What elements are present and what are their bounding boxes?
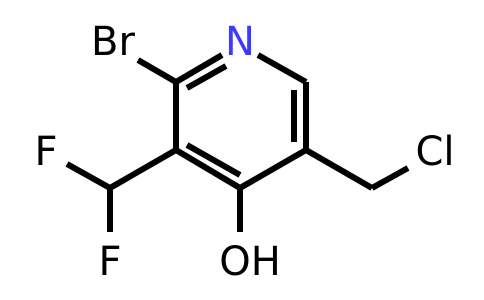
fluorine-bottom-atom-label: F: [98, 239, 121, 285]
bromine-atom-label: Br: [91, 19, 135, 65]
nitrogen-atom-label: N: [225, 19, 255, 65]
substituent-bonds: [65, 57, 410, 232]
bond-c4-c3-inner: [185, 142, 242, 178]
chlorine-atom-label: Cl: [415, 129, 454, 175]
bond-c2-br: [136, 57, 178, 85]
bond-c4-c3: [174, 147, 242, 191]
bond-c3-chf2: [108, 147, 178, 191]
ring-bonds: [173, 52, 309, 191]
bond-c2-n-inner: [185, 63, 228, 91]
bond-c5-ch2: [304, 147, 374, 191]
fluorine-top-atom-label: F: [34, 129, 57, 175]
bond-ch2-cl: [370, 165, 410, 191]
bond-n-c6: [256, 52, 308, 85]
bond-c5-c4: [238, 147, 308, 191]
bond-chf2-f-top: [65, 161, 112, 191]
bond-c2-n: [174, 52, 224, 85]
hydroxyl-atom-label: OH: [219, 239, 281, 285]
